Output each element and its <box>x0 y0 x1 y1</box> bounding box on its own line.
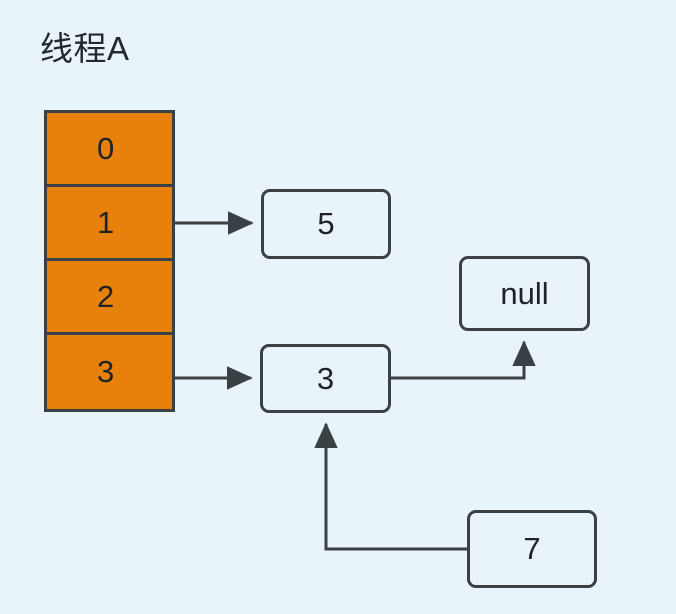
array-cell-3[interactable]: 3 <box>97 354 115 389</box>
node-box-3[interactable]: 3 <box>260 344 391 413</box>
array-cell-0[interactable]: 0 <box>47 113 172 187</box>
edge-node7-to-node3 <box>314 422 467 551</box>
hash-bucket-array: 0 1 2 3 <box>44 110 175 412</box>
node-box-null[interactable]: null <box>459 256 590 331</box>
array-cell-2[interactable]: 2 <box>47 261 172 335</box>
edge-node3-to-null <box>391 340 536 380</box>
array-cell-1[interactable]: 1 <box>47 187 172 261</box>
node-box-7[interactable]: 7 <box>467 510 597 588</box>
node-box-5[interactable]: 5 <box>261 189 391 259</box>
page-title: 线程A <box>40 30 130 67</box>
